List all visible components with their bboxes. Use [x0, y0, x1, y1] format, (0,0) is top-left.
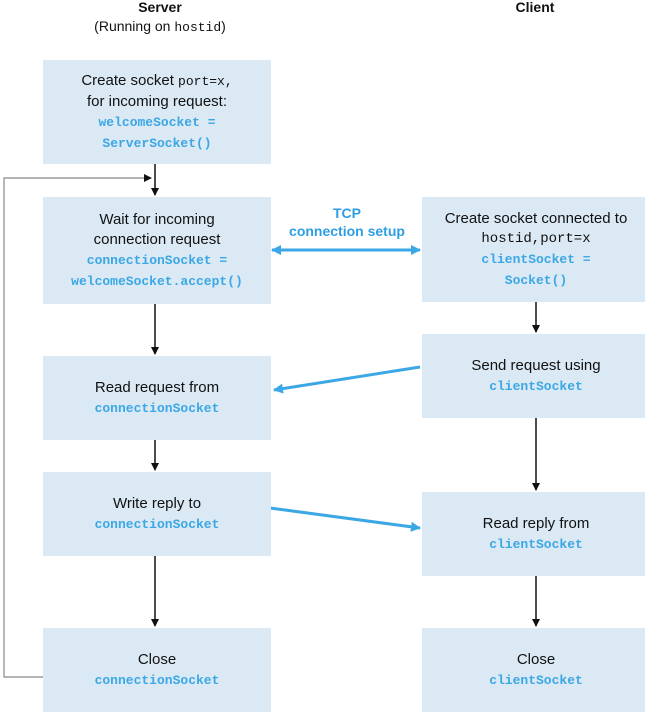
server-close-box: Close connectionSocket [43, 628, 271, 712]
server-subtitle: (Running on hostid) [94, 18, 226, 35]
client-read-box: Read reply from clientSocket [422, 492, 645, 576]
tcp-label: TCP connection setup [289, 205, 405, 239]
client-title: Client [515, 0, 555, 15]
client-create-socket-box: Create socket connected to hostid,port=x… [422, 197, 645, 302]
client-close-box: Close clientSocket [422, 628, 645, 712]
server-wait-box: Wait for incoming connection request con… [43, 197, 271, 304]
server-header: Server (Running on hostid) [60, 0, 260, 37]
reply-arrow [269, 506, 421, 532]
server-title: Server [138, 0, 182, 15]
server-write-box: Write reply to connectionSocket [43, 472, 271, 556]
client-header: Client [480, 0, 590, 17]
server-read-box: Read request from connectionSocket [43, 356, 271, 440]
request-arrow [273, 365, 421, 394]
client-send-box: Send request using clientSocket [422, 334, 645, 418]
server-create-socket-box: Create socket port=x, for incoming reque… [43, 60, 271, 164]
loop-line [3, 174, 152, 678]
